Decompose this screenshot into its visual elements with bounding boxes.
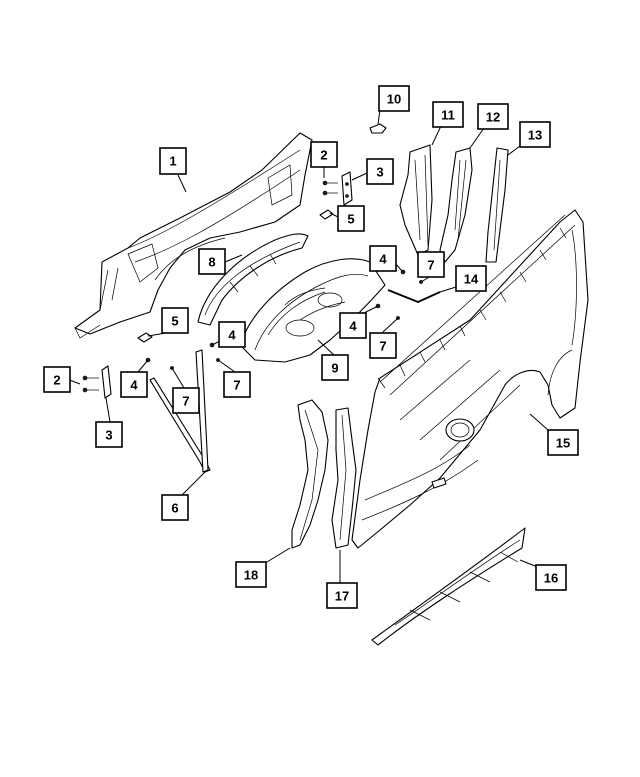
callout-6-label: 6	[171, 501, 178, 516]
part-9-wheelhouse-inner	[239, 258, 386, 363]
callout-16: 16	[535, 564, 567, 591]
callout-1-label: 1	[169, 154, 176, 169]
part-3-bracket-upper	[322, 171, 353, 206]
part-11-pillar	[399, 144, 433, 256]
callout-18: 18	[235, 561, 267, 588]
callout-7-d: 7	[223, 371, 251, 398]
callout-2-upper-label: 2	[320, 148, 327, 163]
callout-3-upper: 3	[366, 158, 394, 185]
callout-5-upper-label: 5	[347, 212, 354, 227]
callout-4-d-label: 4	[130, 378, 138, 393]
callout-9-label: 9	[331, 361, 338, 376]
part-3-bracket-lower	[82, 365, 112, 399]
callout-14-label: 14	[464, 272, 479, 287]
callout-2-lower: 2	[43, 366, 71, 393]
callout-4-c-label: 4	[349, 319, 357, 334]
part-16-decal	[371, 527, 526, 646]
callout-4-b-label: 4	[228, 328, 236, 343]
callout-8-label: 8	[208, 255, 215, 270]
callout-12-label: 12	[486, 110, 500, 125]
callout-7-c-label: 7	[182, 394, 189, 409]
callout-7-a: 7	[417, 251, 445, 278]
callout-15: 15	[547, 429, 579, 456]
callout-10: 10	[378, 85, 410, 112]
callout-7-a-label: 7	[427, 258, 434, 273]
callouts: 1 2 3 5 10 11 12 13 8 4 7 14 5 4 4 7 9 2…	[43, 85, 579, 609]
callout-7-b-label: 7	[379, 339, 386, 354]
callout-5-upper: 5	[337, 205, 365, 232]
callout-18-label: 18	[244, 568, 258, 583]
callout-13-label: 13	[528, 128, 542, 143]
callout-17: 17	[326, 582, 358, 609]
callout-12: 12	[477, 103, 509, 130]
callout-9: 9	[321, 354, 349, 381]
callout-4-a: 4	[369, 245, 397, 272]
callout-11: 11	[432, 101, 464, 128]
callout-4-d: 4	[120, 371, 148, 398]
part-12-pillar	[439, 147, 473, 263]
part-17-bracket	[331, 407, 357, 549]
callout-6: 6	[161, 494, 189, 521]
callout-7-c: 7	[172, 387, 200, 414]
callout-7-d-label: 7	[233, 378, 240, 393]
callout-8: 8	[198, 248, 226, 275]
callout-14: 14	[455, 265, 487, 292]
part-5-clip-lower	[137, 332, 153, 343]
callout-7-b: 7	[369, 332, 397, 359]
part-5-clip-upper	[319, 209, 334, 220]
callout-2-upper: 2	[310, 141, 338, 168]
part-15-outer-bed-panel	[351, 209, 589, 549]
callout-4-a-label: 4	[379, 252, 387, 267]
callout-16-label: 16	[544, 571, 558, 586]
part-10-clip	[369, 123, 387, 134]
callout-11-label: 11	[441, 108, 455, 123]
callout-1: 1	[159, 147, 187, 175]
part-6-seal-strip	[149, 349, 211, 473]
callout-5-b: 5	[161, 307, 189, 334]
part-1-inner-bed-panel	[74, 132, 313, 339]
callout-13: 13	[519, 121, 551, 148]
part-13-pillar	[485, 147, 509, 263]
callout-4-c: 4	[339, 312, 367, 339]
callout-3-upper-label: 3	[376, 165, 383, 180]
callout-3-lower-label: 3	[105, 428, 112, 443]
part-18-bracket	[291, 399, 329, 549]
part-8-wheelhouse-liner	[197, 233, 309, 326]
callout-5-b-label: 5	[171, 314, 178, 329]
callout-4-b: 4	[218, 321, 246, 348]
callout-2-lower-label: 2	[53, 373, 60, 388]
callout-3-lower: 3	[95, 421, 123, 448]
callout-17-label: 17	[335, 589, 349, 604]
callout-15-label: 15	[556, 436, 570, 451]
part-14-rod	[387, 289, 441, 303]
callout-10-label: 10	[387, 92, 401, 107]
